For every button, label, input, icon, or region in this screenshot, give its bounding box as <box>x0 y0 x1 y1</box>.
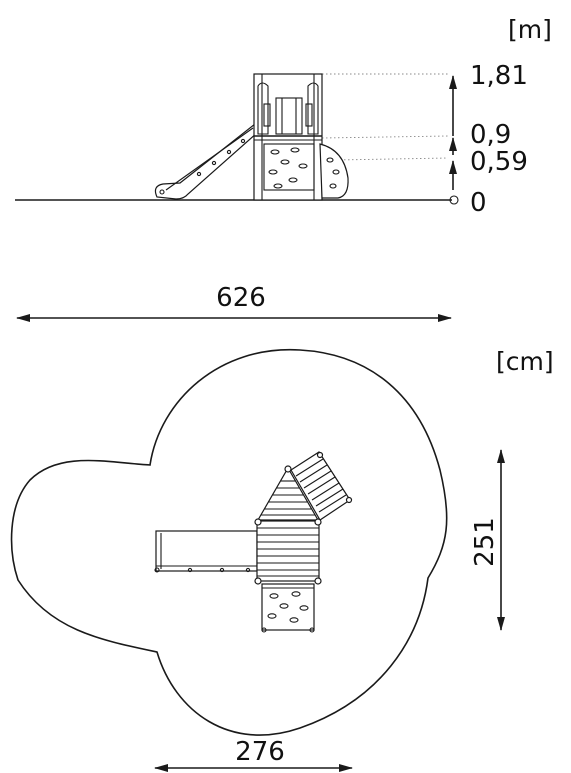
tower-side <box>253 73 323 201</box>
overall-length-dimension: 626 <box>16 283 452 322</box>
width-label: 276 <box>235 737 285 767</box>
plan-view: [cm] <box>10 347 554 772</box>
height-ref-platform <box>321 135 449 139</box>
height-label-top: 1,81 <box>470 61 528 91</box>
rear-climber-side <box>319 143 349 199</box>
angled-climber-plan <box>290 451 353 521</box>
height-label-lower: 0,59 <box>470 147 528 177</box>
climbing-wall-plan <box>261 583 315 633</box>
height-label-ground: 0 <box>470 188 487 218</box>
slide-plan <box>154 530 258 573</box>
overall-length-label: 626 <box>216 283 266 313</box>
height-ref-lower <box>335 157 449 161</box>
roof-triangle-plan <box>256 465 320 521</box>
side-elevation: [m] 1,81 0,9 0,59 0 <box>15 15 552 218</box>
safety-zone-outline <box>10 348 448 736</box>
platform-deck-plan <box>254 518 322 585</box>
slide-side <box>154 123 259 200</box>
plan-unit-label: [cm] <box>496 347 554 376</box>
height-label-platform: 0,9 <box>470 120 511 150</box>
depth-label: 251 <box>470 517 500 567</box>
side-unit-label: [m] <box>508 15 552 44</box>
datum-circle <box>449 195 459 205</box>
